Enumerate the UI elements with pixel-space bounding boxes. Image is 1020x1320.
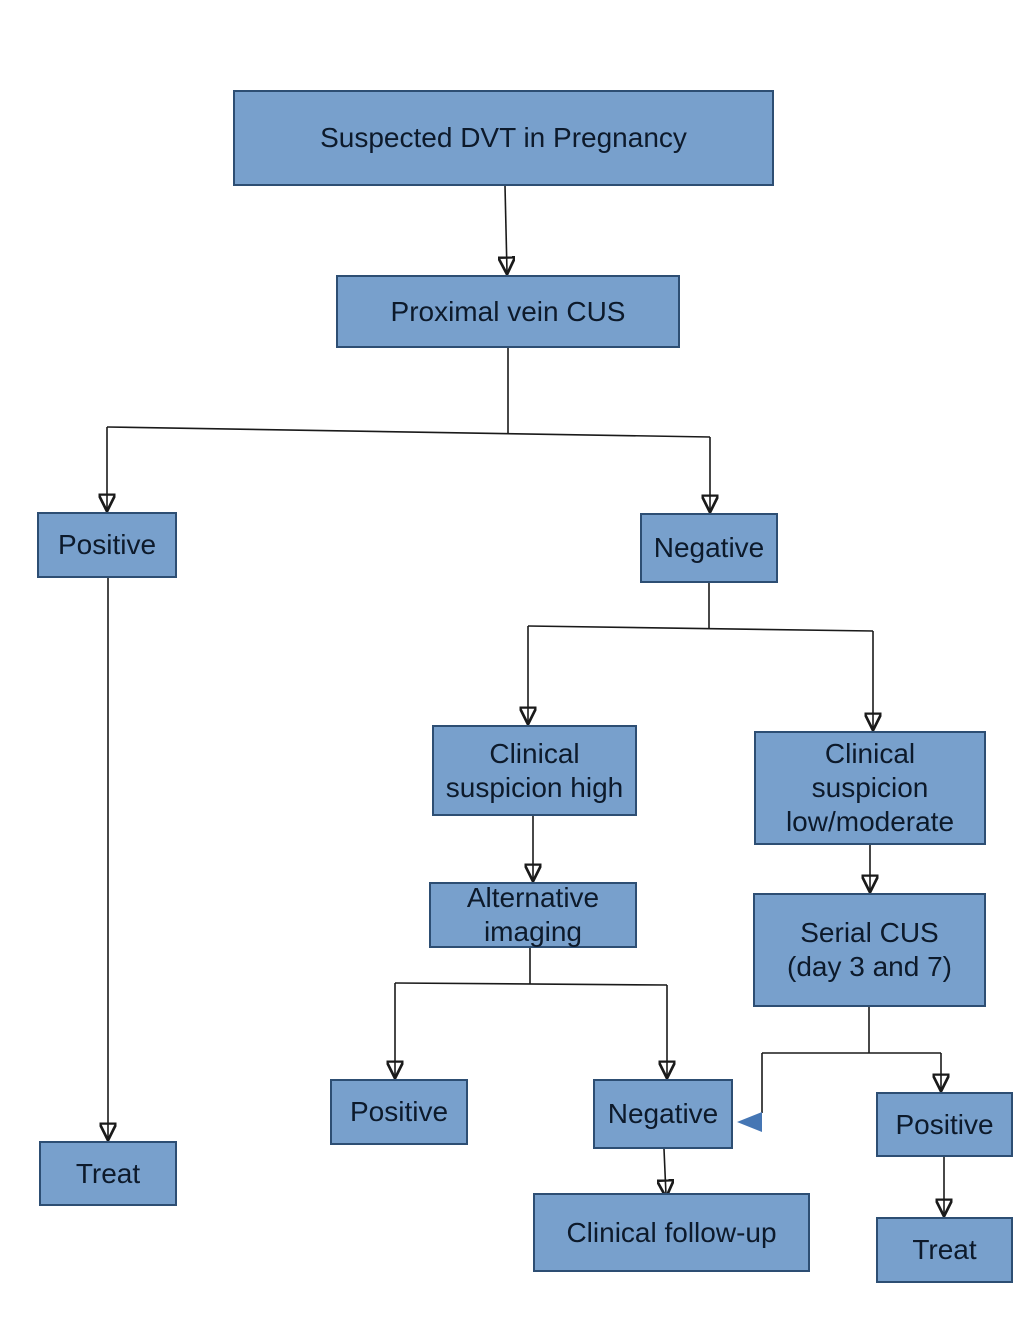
node-cus-negative: Negative (640, 513, 778, 583)
node-alternative-imaging: Alternative imaging (429, 882, 637, 948)
node-cus-positive: Positive (37, 512, 177, 578)
feedback-arrowhead (737, 1112, 762, 1132)
connector-imaging-split (394, 982, 668, 986)
node-serial-positive: Positive (876, 1092, 1013, 1157)
node-clinical-followup: Clinical follow-up (533, 1193, 810, 1272)
node-imaging-negative: Negative (593, 1079, 733, 1149)
node-serial-cus: Serial CUS (day 3 and 7) (753, 893, 986, 1007)
node-treat-left: Treat (39, 1141, 177, 1206)
node-treat-right: Treat (876, 1217, 1013, 1283)
node-clinical-suspicion-high: Clinical suspicion high (432, 725, 637, 816)
connector-proximal-split (106, 426, 711, 438)
node-proximal-vein-cus: Proximal vein CUS (336, 275, 680, 348)
node-imaging-positive: Positive (330, 1079, 468, 1145)
node-clinical-suspicion-low-moderate: Clinical suspicion low/moderate (754, 731, 986, 845)
connector-negative-to-followup (664, 1148, 666, 1195)
connector-suspected-to-proximal (505, 185, 507, 272)
node-suspected-dvt: Suspected DVT in Pregnancy (233, 90, 774, 186)
connector-negative-split (527, 625, 874, 632)
